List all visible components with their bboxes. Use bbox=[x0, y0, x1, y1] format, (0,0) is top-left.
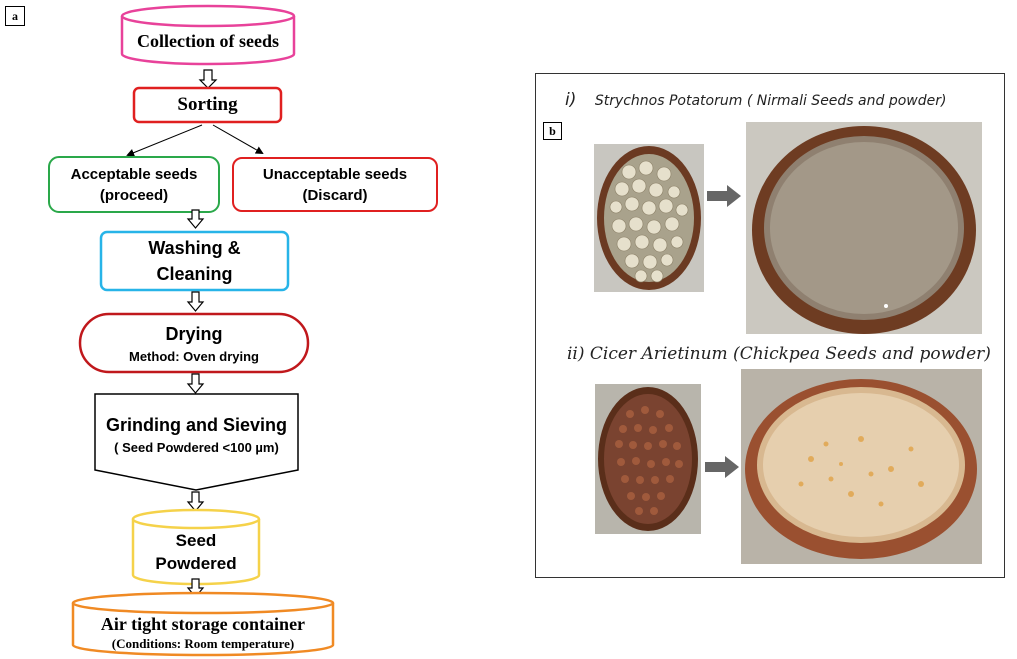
sorting-box bbox=[132, 86, 283, 124]
flowchart-shapes bbox=[48, 4, 335, 657]
caption-cicer: ii) Cicer Arietinum (Chickpea Seeds and … bbox=[567, 344, 991, 364]
acceptable-line2: (proceed) bbox=[99, 186, 169, 204]
sorting-label: Sorting bbox=[177, 94, 238, 115]
unacceptable-label: Unacceptable seeds (Discard) bbox=[232, 157, 438, 212]
unacceptable-box-outline bbox=[232, 157, 438, 212]
branch-arrow-left bbox=[126, 124, 203, 157]
washing-line2: Cleaning bbox=[156, 264, 233, 284]
powdered-line1: Seed bbox=[175, 531, 217, 550]
photo-arrow-1 bbox=[707, 185, 741, 207]
down-arrow-4 bbox=[186, 373, 205, 394]
acceptable-line1: Acceptable seeds bbox=[70, 165, 198, 183]
storage-cylinder bbox=[71, 591, 335, 657]
washing-line1: Washing & bbox=[148, 238, 241, 258]
photo-arrow-2 bbox=[705, 456, 739, 478]
strychnos-powder-photo bbox=[746, 122, 982, 334]
drying-method: Method: Oven drying bbox=[129, 349, 259, 364]
grinding-label: Grinding and Sieving ( Seed Powdered <10… bbox=[95, 404, 298, 466]
down-arrow-1 bbox=[198, 69, 218, 89]
storage-label: Air tight storage container (Conditions:… bbox=[73, 610, 333, 654]
drying-label: Drying Method: Oven drying bbox=[80, 316, 308, 372]
washing-label: Washing & Cleaning bbox=[101, 232, 288, 290]
down-arrow-5 bbox=[186, 491, 205, 512]
grinding-title: Grinding and Sieving bbox=[105, 415, 287, 435]
drying-box bbox=[78, 312, 310, 374]
acceptable-box bbox=[48, 156, 220, 213]
unacceptable-line2: (Discard) bbox=[302, 186, 368, 204]
caption-strychnos: i) Strychnos Potatorum ( Nirmali Seeds a… bbox=[565, 90, 946, 110]
unacceptable-line1: Unacceptable seeds bbox=[262, 165, 408, 183]
chickpea-powder-photo bbox=[741, 369, 982, 564]
grinding-sub: ( Seed Powdered <100 µm) bbox=[114, 440, 279, 455]
acceptable-label: Acceptable seeds (proceed) bbox=[49, 157, 219, 212]
caption-strychnos-number: i) bbox=[565, 90, 577, 110]
down-arrow-3 bbox=[186, 291, 205, 312]
branch-arrow-right bbox=[212, 124, 264, 154]
storage-sub: (Conditions: Room temperature) bbox=[111, 635, 295, 651]
chickpea-seeds-photo bbox=[595, 384, 701, 534]
collection-label: Collection of seeds bbox=[137, 30, 279, 51]
powdered-cylinder bbox=[131, 508, 261, 586]
caption-strychnos-text: Strychnos Potatorum ( Nirmali Seeds and … bbox=[594, 93, 947, 109]
collection-cylinder bbox=[120, 4, 296, 66]
strychnos-seeds-photo bbox=[594, 144, 704, 292]
powdered-line2: Powdered bbox=[155, 554, 237, 573]
washing-box bbox=[99, 230, 290, 292]
panel-b-label: b bbox=[543, 122, 562, 140]
storage-title: Air tight storage container bbox=[100, 613, 306, 634]
drying-title: Drying bbox=[165, 324, 223, 344]
down-arrow-2 bbox=[186, 209, 205, 229]
grinding-shape bbox=[94, 393, 299, 491]
powdered-label: Seed Powdered bbox=[133, 528, 259, 576]
panel-a-label: a bbox=[5, 6, 25, 26]
